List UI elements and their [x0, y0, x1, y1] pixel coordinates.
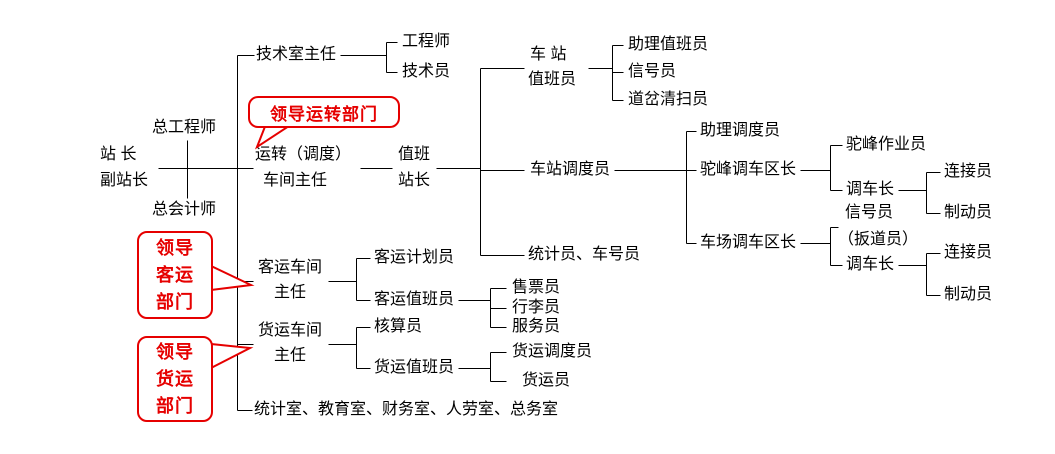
callout-freight-line3: 部门 — [156, 395, 194, 416]
passenger-duty-officer-label: 客运值班员 — [374, 291, 455, 308]
switch-cleaner-label: 道岔清扫员 — [628, 91, 709, 108]
callout-freight-line1: 领导 — [156, 341, 194, 362]
yard-shunting-chief-label: 车场调车区长 — [700, 234, 797, 251]
chief-engineer-label: 总工程师 — [152, 119, 217, 136]
yard-shunting-leader-label: 调车长 — [846, 256, 895, 273]
callout-operation: 领导运转部门 — [248, 96, 400, 128]
station-dispatcher-label: 车站调度员 — [530, 161, 611, 178]
callout-passenger-line2: 客运 — [156, 264, 194, 285]
ticket-seller-label: 售票员 — [512, 279, 561, 296]
hump-operator-label: 驼峰作业员 — [846, 136, 927, 153]
hump-coupler-label: 连接员 — [944, 163, 993, 180]
passenger-director-line2: 主任 — [274, 284, 307, 301]
yard-coupler-label: 连接员 — [944, 244, 993, 261]
hump-brakeman-label: 制动员 — [944, 204, 993, 221]
tech-office-director-label: 技术室主任 — [256, 46, 337, 63]
technician-label: 技术员 — [402, 63, 451, 80]
station-duty-officer-line1: 车 站 — [530, 46, 567, 63]
statistician-car-number-label: 统计员、车号员 — [528, 246, 641, 263]
passenger-planner-label: 客运计划员 — [374, 249, 455, 266]
callout-operation-text: 领导运转部门 — [270, 104, 378, 124]
baggage-clerk-label: 行李员 — [512, 299, 561, 316]
callout-freight-line2: 货运 — [156, 368, 194, 389]
yard-signalman-line1: 信号员 — [845, 204, 894, 221]
signalman-label: 信号员 — [628, 63, 677, 80]
engineer-label: 工程师 — [402, 33, 451, 50]
admin-offices-label: 统计室、教育室、财务室、人劳室、总务室 — [254, 401, 559, 418]
callout-passenger-tail — [210, 264, 255, 292]
yard-signalman-line2: （扳道员） — [838, 231, 919, 248]
freight-director-line1: 货运车间 — [258, 322, 323, 339]
freight-dispatcher-label: 货运调度员 — [512, 343, 593, 360]
hump-shunting-chief-label: 驼峰调车区长 — [700, 161, 797, 178]
freight-clerk-label: 货运员 — [522, 372, 571, 389]
callout-freight-tail — [210, 342, 254, 370]
callout-freight: 领导 货运 部门 — [137, 336, 213, 422]
station-master-label: 站 长 — [100, 146, 137, 163]
assistant-dispatcher-label: 助理调度员 — [700, 122, 781, 139]
operation-director-line2: 车间主任 — [263, 172, 328, 189]
station-duty-officer-line2: 值班员 — [528, 71, 577, 88]
callout-passenger: 领导 客运 部门 — [137, 231, 213, 319]
freight-duty-officer-label: 货运值班员 — [374, 359, 455, 376]
deputy-station-master-label: 副站长 — [100, 172, 149, 189]
callout-freight-text: 领导 货运 部门 — [156, 339, 194, 420]
yard-brakeman-label: 制动员 — [944, 286, 993, 303]
callout-passenger-line1: 领导 — [156, 237, 194, 258]
duty-station-master-line1: 值班 — [398, 146, 431, 163]
callout-passenger-text: 领导 客运 部门 — [156, 235, 194, 316]
duty-station-master-line2: 站长 — [398, 172, 431, 189]
operation-director-line1: 运转（调度） — [255, 146, 352, 163]
callout-passenger-line3: 部门 — [156, 291, 194, 312]
freight-director-line2: 主任 — [274, 347, 307, 364]
assistant-duty-officer-label: 助理值班员 — [628, 36, 709, 53]
passenger-director-line1: 客运车间 — [258, 259, 323, 276]
freight-accountant-label: 核算员 — [374, 318, 423, 335]
hump-shunting-leader-label: 调车长 — [846, 181, 895, 198]
chief-accountant-label: 总会计师 — [152, 201, 217, 218]
attendant-label: 服务员 — [512, 318, 561, 335]
